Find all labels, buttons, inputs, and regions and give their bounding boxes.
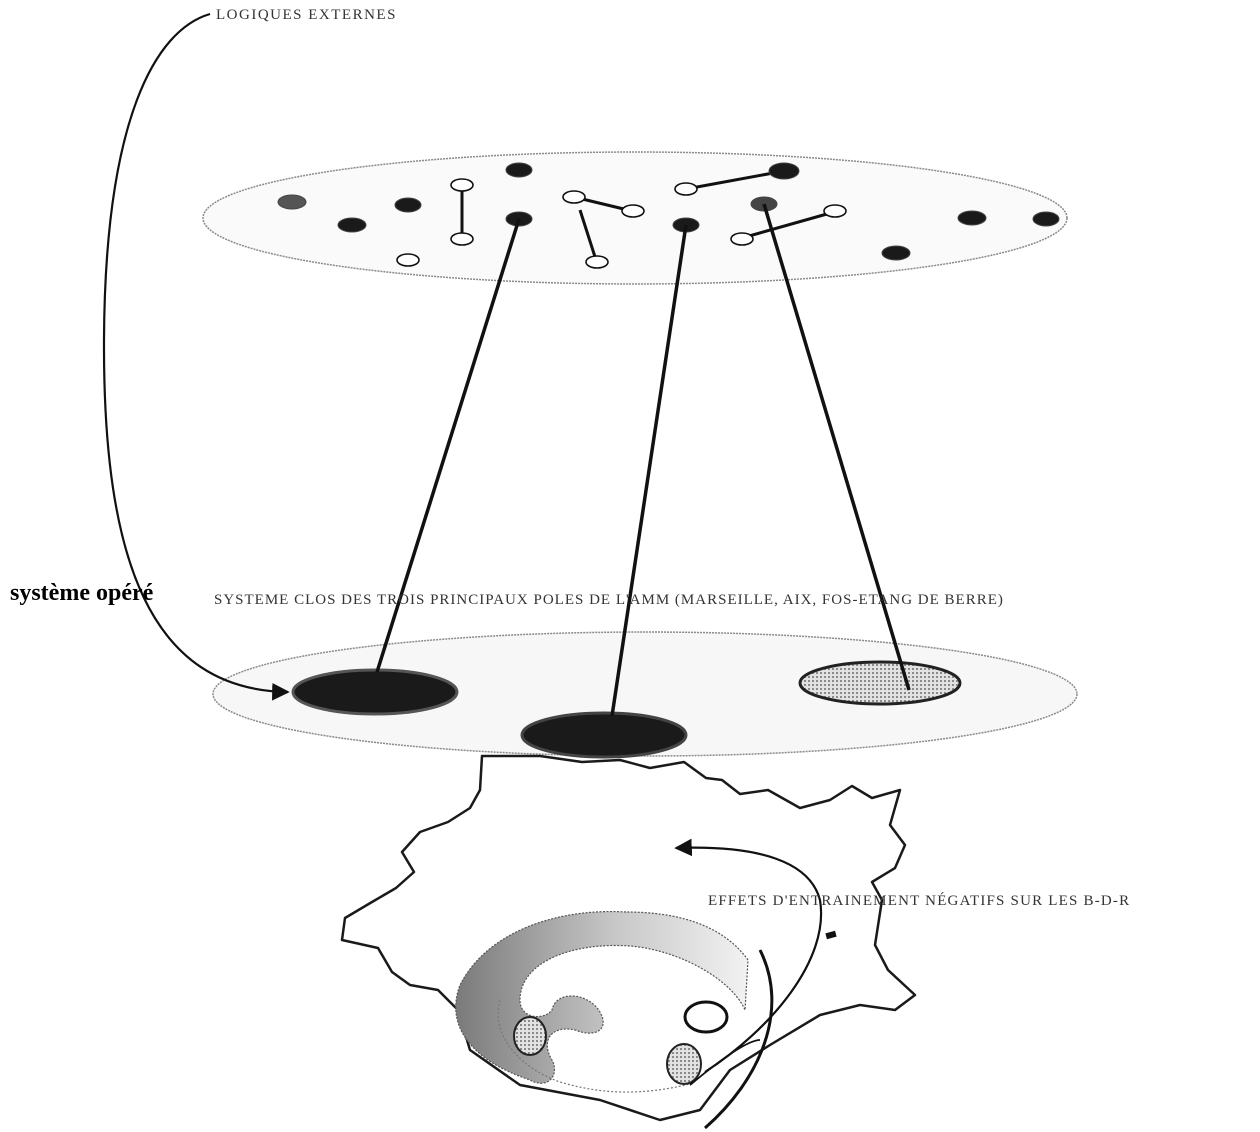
map-marker	[825, 930, 837, 940]
territory-map	[340, 754, 917, 1130]
map-pole-empty	[683, 1000, 729, 1034]
pole-aix	[520, 711, 688, 759]
operated-system-label: système opéré	[10, 580, 154, 606]
pole-marseille	[291, 668, 459, 716]
map-pole-left	[513, 1016, 547, 1056]
external-logics-label: LOGIQUES EXTERNES	[216, 7, 397, 23]
map-pole-bottom	[666, 1043, 702, 1085]
external-logics-arrow	[102, 12, 290, 701]
closed-system-label: SYSTEME CLOS DES TROIS PRINCIPAUX POLES …	[214, 592, 1004, 608]
external-logics-plane	[202, 151, 1068, 285]
negative-effects-arrow	[674, 838, 823, 1073]
pole-fos-etang-de-berre	[798, 660, 962, 706]
network-nodes-light	[396, 178, 847, 269]
inter-plane-links	[375, 203, 911, 717]
negative-effects-label: EFFETS D'ENTRAINEMENT NÉGATIFS SUR LES B…	[708, 893, 1131, 909]
closed-system-plane	[212, 631, 1078, 759]
